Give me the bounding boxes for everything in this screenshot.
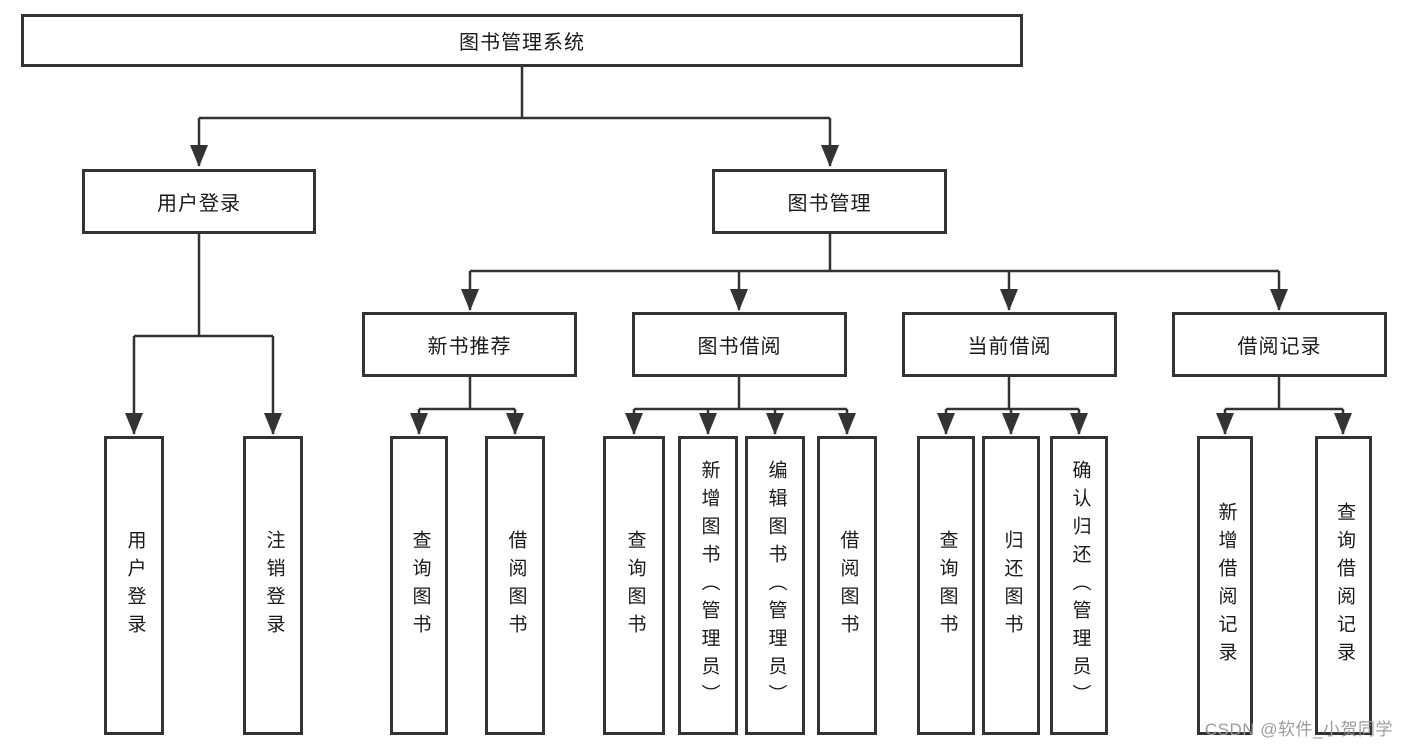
leaf-query-books-recommend: 查询图书 bbox=[390, 436, 448, 735]
node-library-management-system: 图书管理系统 bbox=[21, 14, 1023, 67]
leaf-label: 查询图书 bbox=[409, 529, 431, 642]
leaf-query-books-current: 查询图书 bbox=[917, 436, 975, 735]
node-book-borrowing: 图书借阅 bbox=[632, 312, 847, 377]
leaf-user-login: 用户登录 bbox=[104, 436, 164, 735]
leaf-label: 新增借阅记录 bbox=[1215, 501, 1237, 670]
node-new-book-recommend: 新书推荐 bbox=[362, 312, 577, 377]
node-borrowing-records: 借阅记录 bbox=[1172, 312, 1387, 377]
leaf-label: 归还图书 bbox=[1001, 529, 1023, 642]
leaf-label: 确认归还（管理员） bbox=[1069, 459, 1091, 712]
leaf-label: 查询图书 bbox=[936, 529, 958, 642]
leaf-borrow-books-borrow: 借阅图书 bbox=[817, 436, 877, 735]
node-current-borrowing: 当前借阅 bbox=[902, 312, 1117, 377]
leaf-query-books-borrow: 查询图书 bbox=[603, 436, 665, 735]
node-label: 新书推荐 bbox=[427, 336, 512, 358]
leaf-edit-books-admin: 编辑图书（管理员） bbox=[745, 436, 805, 735]
node-label: 图书管理系统 bbox=[459, 32, 585, 54]
leaf-label: 新增图书（管理员） bbox=[698, 459, 720, 712]
node-user-login: 用户登录 bbox=[82, 169, 316, 234]
leaf-label: 查询图书 bbox=[624, 529, 646, 642]
leaf-label: 查询借阅记录 bbox=[1333, 501, 1355, 670]
node-label: 图书管理 bbox=[787, 193, 872, 215]
leaf-return-books: 归还图书 bbox=[982, 436, 1040, 735]
node-book-management: 图书管理 bbox=[712, 169, 947, 234]
leaf-label: 编辑图书（管理员） bbox=[765, 459, 787, 712]
node-label: 借阅记录 bbox=[1237, 336, 1322, 358]
leaf-label: 用户登录 bbox=[124, 529, 146, 642]
leaf-label: 借阅图书 bbox=[837, 529, 859, 642]
node-label: 图书借阅 bbox=[697, 336, 782, 358]
node-label: 当前借阅 bbox=[967, 336, 1052, 358]
csdn-watermark: CSDN @软件_小贺同学 bbox=[1204, 720, 1393, 739]
leaf-confirm-return-admin: 确认归还（管理员） bbox=[1050, 436, 1108, 735]
leaf-logout: 注销登录 bbox=[243, 436, 303, 735]
leaf-label: 注销登录 bbox=[263, 529, 285, 642]
leaf-query-borrow-record: 查询借阅记录 bbox=[1315, 436, 1372, 735]
node-label: 用户登录 bbox=[157, 193, 241, 215]
leaf-label: 借阅图书 bbox=[505, 529, 527, 642]
leaf-add-books-admin: 新增图书（管理员） bbox=[678, 436, 738, 735]
leaf-add-borrow-record: 新增借阅记录 bbox=[1197, 436, 1253, 735]
leaf-borrow-books-recommend: 借阅图书 bbox=[485, 436, 545, 735]
